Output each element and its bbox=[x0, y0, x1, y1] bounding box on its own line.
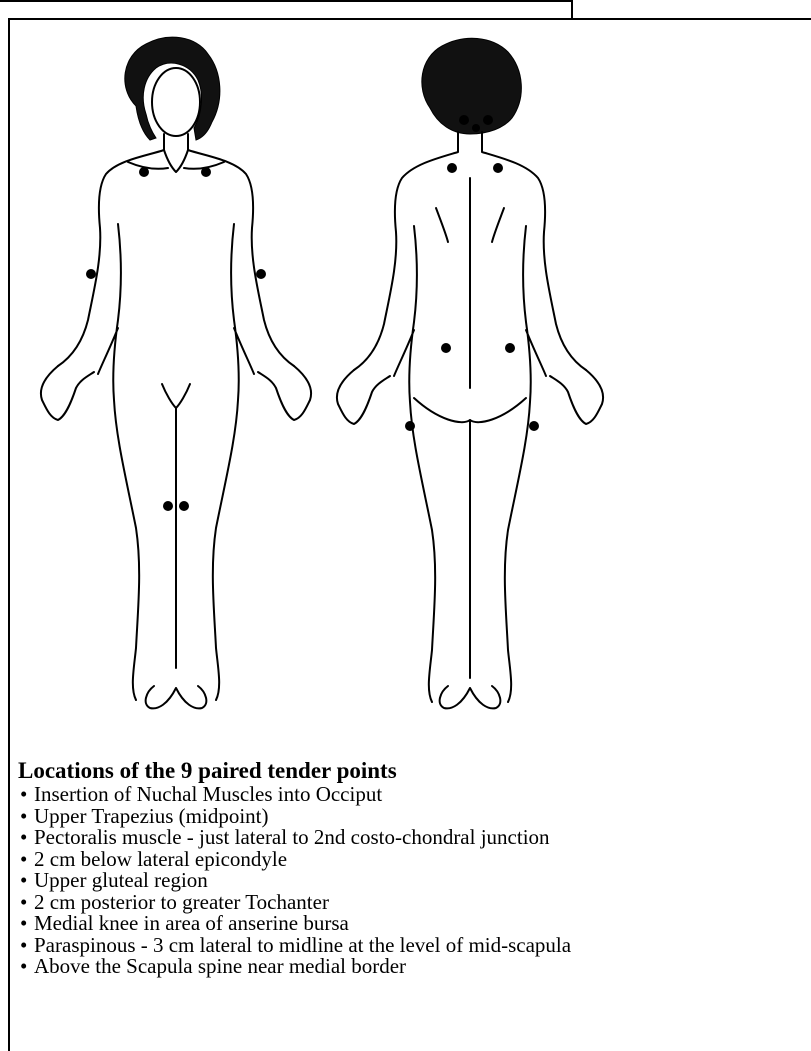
legend-item: 2 cm below lateral epicondyle bbox=[18, 849, 798, 871]
tender-points-legend: Locations of the 9 paired tender points … bbox=[18, 758, 798, 978]
tender-point-occiput-left bbox=[459, 115, 469, 125]
legend-item: Insertion of Nuchal Muscles into Occiput bbox=[18, 784, 798, 806]
tender-point-gluteal-right bbox=[505, 343, 515, 353]
legend-item: Above the Scapula spine near medial bord… bbox=[18, 956, 798, 978]
tender-point-trapezius-right bbox=[493, 163, 503, 173]
legend-title: Locations of the 9 paired tender points bbox=[18, 758, 798, 784]
legend-item: Upper Trapezius (midpoint) bbox=[18, 806, 798, 828]
legend-item: 2 cm posterior to greater Tochanter bbox=[18, 892, 798, 914]
back-hair bbox=[422, 38, 522, 134]
tender-point-scapula-left bbox=[472, 124, 480, 132]
tender-point-trochanter-right bbox=[529, 421, 539, 431]
front-body-figure bbox=[41, 37, 311, 708]
tender-point-occiput-right bbox=[483, 115, 493, 125]
legend-list: Insertion of Nuchal Muscles into Occiput… bbox=[18, 784, 798, 978]
tender-point-epicondyle-left-front bbox=[86, 269, 96, 279]
back-left-hand bbox=[337, 370, 390, 424]
tender-point-gluteal-left bbox=[441, 343, 451, 353]
frame-border bbox=[0, 0, 811, 20]
back-body-figure bbox=[337, 38, 603, 708]
front-legs bbox=[146, 384, 207, 708]
front-left-hand bbox=[41, 366, 94, 420]
front-hair bbox=[125, 37, 220, 140]
legend-item: Paraspinous - 3 cm lateral to midline at… bbox=[18, 935, 798, 957]
back-right-hand bbox=[550, 370, 603, 424]
legend-item: Medial knee in area of anserine bursa bbox=[18, 913, 798, 935]
tender-point-epicondyle-right-front bbox=[256, 269, 266, 279]
tender-points bbox=[86, 115, 539, 511]
tender-point-knee-right bbox=[179, 501, 189, 511]
front-face bbox=[152, 68, 200, 136]
legend-item: Upper gluteal region bbox=[18, 870, 798, 892]
tender-point-pectoralis-right bbox=[201, 167, 211, 177]
tender-point-trochanter-left bbox=[405, 421, 415, 431]
body-diagram bbox=[18, 28, 618, 718]
front-right-hand bbox=[258, 366, 311, 420]
front-body-outline bbox=[58, 134, 294, 366]
back-legs bbox=[440, 420, 501, 708]
tender-point-knee-left bbox=[163, 501, 173, 511]
tender-point-pectoralis-left bbox=[139, 167, 149, 177]
legend-item: Pectoralis muscle - just lateral to 2nd … bbox=[18, 827, 798, 849]
tender-point-trapezius-left bbox=[447, 163, 457, 173]
